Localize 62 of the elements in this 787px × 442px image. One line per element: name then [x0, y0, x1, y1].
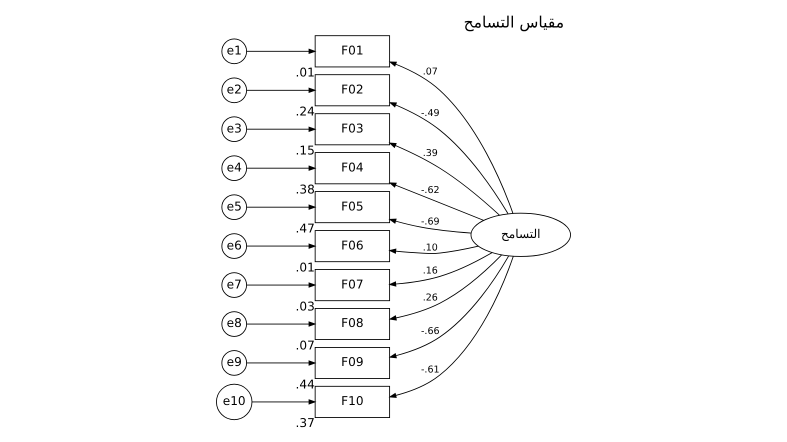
edge-label: .39	[422, 148, 438, 159]
node-ellipse: التسامح	[470, 212, 571, 257]
edge-label: -.61	[421, 364, 440, 376]
arrow	[388, 256, 514, 398]
edge-label: -.62	[421, 185, 440, 196]
node-label: .01	[296, 260, 315, 274]
edge-label: -.49	[421, 108, 440, 120]
edge-label: .10	[422, 242, 438, 254]
edge-label: .16	[422, 266, 438, 277]
arrow	[388, 182, 484, 221]
arrow	[246, 321, 316, 327]
node-label: .44	[296, 377, 315, 392]
node-box: F03	[314, 113, 390, 146]
node-box: F04	[314, 152, 390, 184]
node-circle: e7	[221, 272, 248, 298]
arrow	[246, 88, 316, 93]
node-box: F02	[314, 74, 390, 106]
node-box: F09	[314, 346, 390, 379]
node-label: .38	[296, 182, 315, 196]
arrow	[252, 399, 316, 405]
node-circle: e1	[221, 38, 248, 64]
node-circle: e8	[221, 311, 248, 337]
edge-label: -.69	[421, 216, 440, 228]
node-box: F07	[314, 269, 390, 302]
edge-label: .07	[422, 66, 438, 78]
arrow	[388, 142, 500, 216]
arrow	[388, 61, 514, 214]
node-box: F08	[314, 308, 390, 340]
diagram-title: مقياس التسامح	[464, 13, 564, 32]
arrow	[246, 165, 316, 171]
node-box: F06	[314, 230, 390, 262]
node-box: F05	[314, 191, 390, 224]
arrow	[246, 126, 316, 132]
node-circle: e9	[221, 350, 248, 376]
node-label: .37	[296, 416, 315, 430]
node-circle: e6	[221, 233, 248, 259]
arrow	[246, 204, 316, 210]
node-box: F10	[314, 386, 390, 418]
arrow	[388, 246, 479, 254]
arrow	[388, 102, 508, 214]
node-circle: e3	[221, 116, 248, 142]
arrow	[388, 252, 493, 287]
node-label: .47	[296, 221, 315, 236]
node-label: .24	[296, 104, 315, 119]
node-box: F01	[314, 35, 390, 68]
node-label: .15	[296, 144, 315, 158]
node-label: .01	[296, 66, 315, 80]
edge-label: -.66	[421, 326, 440, 338]
arrow	[246, 360, 316, 366]
arrow	[388, 218, 472, 234]
edge-label: .26	[422, 292, 438, 304]
arrow	[388, 254, 502, 321]
node-circle: e4	[221, 155, 248, 181]
arrow	[246, 48, 316, 54]
node-label: .03	[296, 299, 315, 314]
arrow	[388, 256, 510, 358]
arrow	[246, 243, 316, 249]
node-label: .07	[296, 338, 315, 352]
node-circle: e2	[221, 77, 248, 104]
node-circle: e5	[221, 194, 248, 220]
node-circle: e10	[216, 384, 252, 420]
arrow	[246, 282, 316, 288]
